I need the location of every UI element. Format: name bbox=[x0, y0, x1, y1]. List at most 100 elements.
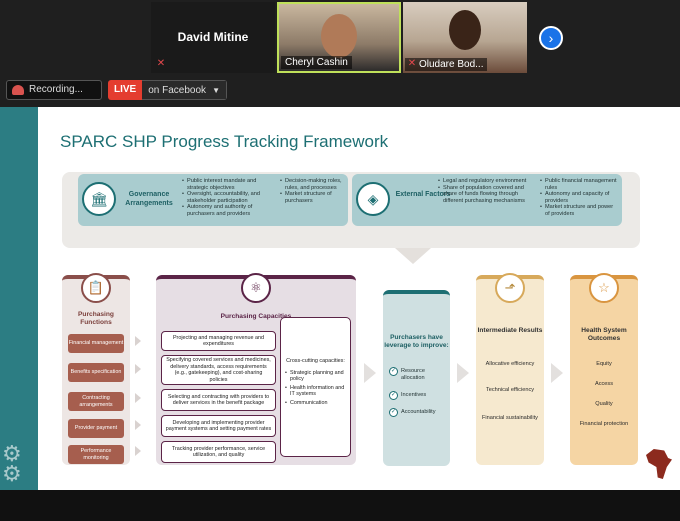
function-pill: Performance monitoring bbox=[68, 445, 124, 464]
function-pill: Benefits specification bbox=[68, 363, 124, 382]
outcome-item: Equity bbox=[596, 361, 612, 367]
participant-tile-cheryl[interactable]: Cheryl Cashin bbox=[277, 2, 401, 73]
purchasing-capacities-column: ⚛ Purchasing Capacities Projecting and m… bbox=[156, 273, 356, 465]
list-item: Public interest mandate and strategic ob… bbox=[182, 178, 278, 191]
capacity-box: Tracking provider performance, service u… bbox=[161, 441, 276, 463]
connector-arrow bbox=[135, 336, 141, 346]
list-item: Market structure and power of providers bbox=[540, 204, 618, 217]
capacity-box: Projecting and managing revenue and expe… bbox=[161, 331, 276, 351]
function-pill: Financial management bbox=[68, 334, 124, 353]
funnel-arrow bbox=[395, 248, 431, 264]
list-item: Decision-making roles, rules, and proces… bbox=[280, 178, 344, 191]
gears-icon: ⚙⚙ bbox=[2, 441, 22, 486]
participant-name: Oludare Bod... bbox=[419, 59, 484, 70]
participant-name: David Mitine bbox=[177, 30, 249, 44]
list-item: Market structure of purchasers bbox=[280, 191, 344, 204]
capacity-box: Selecting and contracting with providers… bbox=[161, 389, 276, 411]
external-label: External Factors bbox=[395, 191, 451, 198]
cross-cutting-box: Cross-cutting capacities: Strategic plan… bbox=[280, 317, 351, 457]
capacity-box: Developing and implementing provider pay… bbox=[161, 415, 276, 437]
health-title: Health System Outcomes bbox=[581, 327, 627, 342]
flow-arrow bbox=[457, 363, 469, 383]
leverage-item: ✓Resource allocation bbox=[389, 367, 450, 381]
list-item: Oversight, accountability, and stakehold… bbox=[182, 191, 278, 204]
leverage-item-label: Incentives bbox=[401, 392, 427, 398]
connector-arrow bbox=[135, 364, 141, 374]
outcome-item: Access bbox=[594, 381, 614, 387]
outcome-item: Financial protection bbox=[579, 421, 629, 427]
participant-name-tag: Cheryl Cashin bbox=[281, 56, 352, 69]
leverage-item: ✓Accountability bbox=[389, 408, 436, 417]
connector-arrow bbox=[135, 446, 141, 456]
leverage-item-label: Resource allocation bbox=[401, 368, 425, 381]
intermediate-title: Intermediate Results bbox=[477, 327, 543, 334]
live-target-label: on Facebook bbox=[148, 85, 207, 96]
external-factors-box: ◈ External Factors Legal and regulatory … bbox=[352, 174, 622, 226]
purchasing-functions-column: 📋 Purchasing Functions Financial managem… bbox=[62, 273, 130, 465]
leverage-title: Purchasers have leverage to improve: bbox=[384, 334, 449, 349]
list-item: Health information and IT systems bbox=[285, 385, 346, 398]
list-item: Autonomy and authority of purchasers and… bbox=[182, 204, 278, 217]
participant-name-tag: ✕ Oludare Bod... bbox=[405, 58, 488, 71]
caret-down-icon: ▼ bbox=[212, 86, 220, 95]
participant-strip: David Mitine ✕ Cheryl Cashin ✕ Oludare B… bbox=[0, 0, 680, 75]
connector-arrow bbox=[135, 393, 141, 403]
participant-tile-oludare[interactable]: ✕ Oludare Bod... bbox=[403, 2, 527, 73]
capacity-box: Specifying covered services and medicine… bbox=[161, 355, 276, 385]
health-outcomes-column: ☆ Health System Outcomes Equity Access Q… bbox=[570, 273, 638, 465]
live-badge: LIVE bbox=[108, 80, 143, 100]
next-page-button[interactable]: › bbox=[539, 26, 563, 50]
result-item: Technical efficiency bbox=[485, 387, 535, 393]
video-feed bbox=[449, 10, 481, 50]
recording-label: Recording... bbox=[29, 84, 83, 95]
participant-tile-david[interactable]: David Mitine ✕ bbox=[151, 2, 275, 73]
africa-map-logo bbox=[646, 449, 672, 479]
outcome-item: Quality bbox=[595, 401, 613, 407]
governance-list-left: Public interest mandate and strategic ob… bbox=[182, 178, 278, 218]
governance-list-right: Decision-making roles, rules, and proces… bbox=[280, 178, 344, 204]
building-icon: 🏛 bbox=[82, 182, 116, 216]
result-item: Financial sustainability bbox=[482, 415, 538, 421]
live-stream-control[interactable]: LIVE on Facebook ▼ bbox=[108, 80, 227, 100]
leverage-column: Purchasers have leverage to improve: ✓Re… bbox=[383, 290, 450, 466]
cross-cutting-title: Cross-cutting capacities: bbox=[286, 358, 345, 364]
purchasing-capacities-title: Purchasing Capacities bbox=[220, 313, 292, 320]
slide-side-strip: ⚙⚙ bbox=[0, 107, 38, 490]
governance-box: 🏛 Governance Arrangements Public interes… bbox=[78, 174, 348, 226]
slide-title: SPARC SHP Progress Tracking Framework bbox=[60, 132, 389, 151]
check-icon: ✓ bbox=[389, 367, 398, 376]
shared-slide: ⚙⚙ SPARC SHP Progress Tracking Framework… bbox=[0, 107, 680, 490]
participant-name: Cheryl Cashin bbox=[285, 57, 348, 68]
clipboard-icon: 📋 bbox=[81, 273, 111, 303]
governance-label: Governance Arrangements bbox=[125, 191, 173, 207]
list-item: Communication bbox=[285, 400, 346, 407]
flow-arrow bbox=[364, 363, 376, 383]
recording-indicator[interactable]: Recording... bbox=[6, 80, 102, 100]
video-feed bbox=[321, 14, 357, 58]
purchasing-functions-title: Purchasing Functions bbox=[78, 311, 114, 326]
external-list-left: Legal and regulatory environment Share o… bbox=[438, 178, 538, 204]
list-item: Strategic planning and policy bbox=[285, 370, 346, 383]
function-pill: Contracting arrangements bbox=[68, 392, 124, 411]
mic-off-icon: ✕ bbox=[156, 58, 166, 69]
cross-cutting-list: Strategic planning and policy Health inf… bbox=[285, 370, 346, 407]
leverage-item-label: Accountability bbox=[401, 409, 436, 415]
live-target[interactable]: on Facebook ▼ bbox=[142, 80, 227, 100]
bottom-toolbar bbox=[0, 490, 680, 521]
flow-arrow bbox=[551, 363, 563, 383]
function-pill: Provider payment bbox=[68, 419, 124, 438]
list-item: Share of population covered and share of… bbox=[438, 185, 538, 205]
external-list-right: Public financial management rules Autono… bbox=[540, 178, 618, 218]
network-icon: ⚛ bbox=[241, 273, 271, 303]
diamond-arrows-icon: ◈ bbox=[356, 182, 390, 216]
mic-off-icon: ✕ bbox=[407, 58, 417, 69]
check-icon: ✓ bbox=[389, 408, 398, 417]
leverage-item: ✓Incentives bbox=[389, 391, 427, 400]
check-icon: ✓ bbox=[389, 391, 398, 400]
list-item: Public financial management rules bbox=[540, 178, 618, 191]
star-icon: ☆ bbox=[589, 273, 619, 303]
intermediate-results-column: ⬏ Intermediate Results Allocative effici… bbox=[476, 273, 544, 465]
list-item: Autonomy and capacity of providers bbox=[540, 191, 618, 204]
cloud-record-icon bbox=[12, 85, 24, 95]
connector-arrow bbox=[135, 420, 141, 430]
